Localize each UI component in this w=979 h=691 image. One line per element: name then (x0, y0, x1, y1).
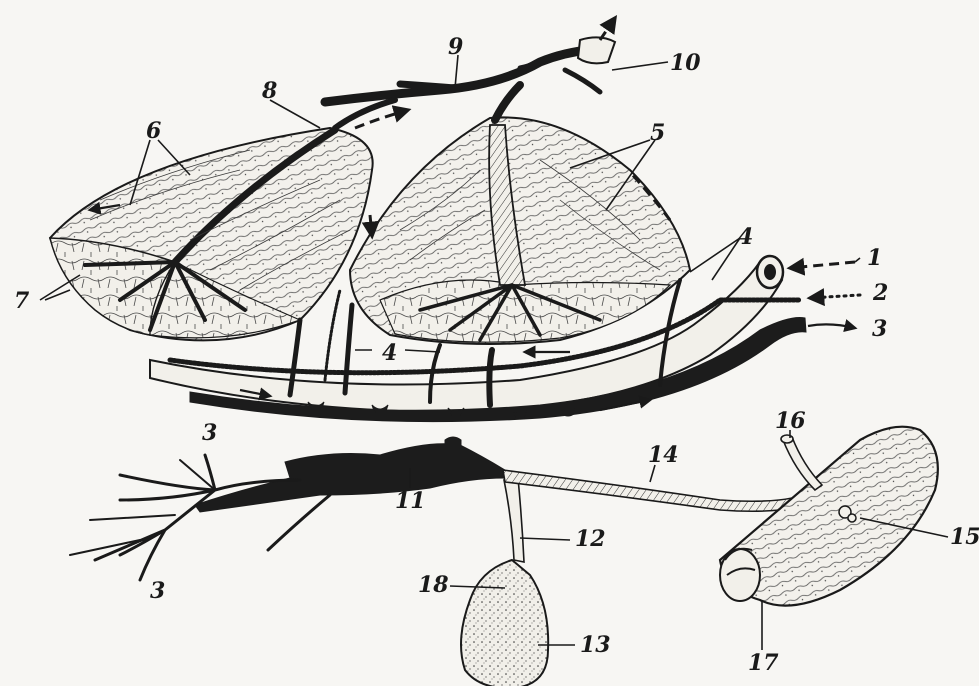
label-13: 13 (580, 632, 611, 658)
label-3-upper: 3 (202, 420, 217, 446)
label-2: 2 (872, 280, 888, 306)
left-lobule (50, 128, 373, 340)
label-17: 17 (748, 650, 779, 676)
bile-duct-tree (70, 427, 938, 686)
label-4-center: 4 (382, 340, 397, 366)
label-3-artery: 3 (872, 316, 887, 342)
label-11: 11 (395, 488, 426, 514)
label-12: 12 (575, 526, 606, 552)
label-14: 14 (648, 442, 679, 468)
label-9: 9 (448, 34, 463, 60)
label-1: 1 (867, 245, 882, 271)
label-3-lower: 3 (150, 578, 165, 604)
right-lobule (350, 117, 690, 344)
label-8: 8 (261, 78, 277, 104)
label-15: 15 (950, 524, 979, 550)
label-4-right: 4 (738, 224, 753, 250)
label-5: 5 (650, 120, 665, 146)
label-10: 10 (670, 50, 701, 76)
label-6: 6 (146, 118, 161, 144)
label-16: 16 (775, 408, 806, 434)
label-18: 18 (418, 572, 449, 598)
label-7: 7 (14, 288, 30, 314)
